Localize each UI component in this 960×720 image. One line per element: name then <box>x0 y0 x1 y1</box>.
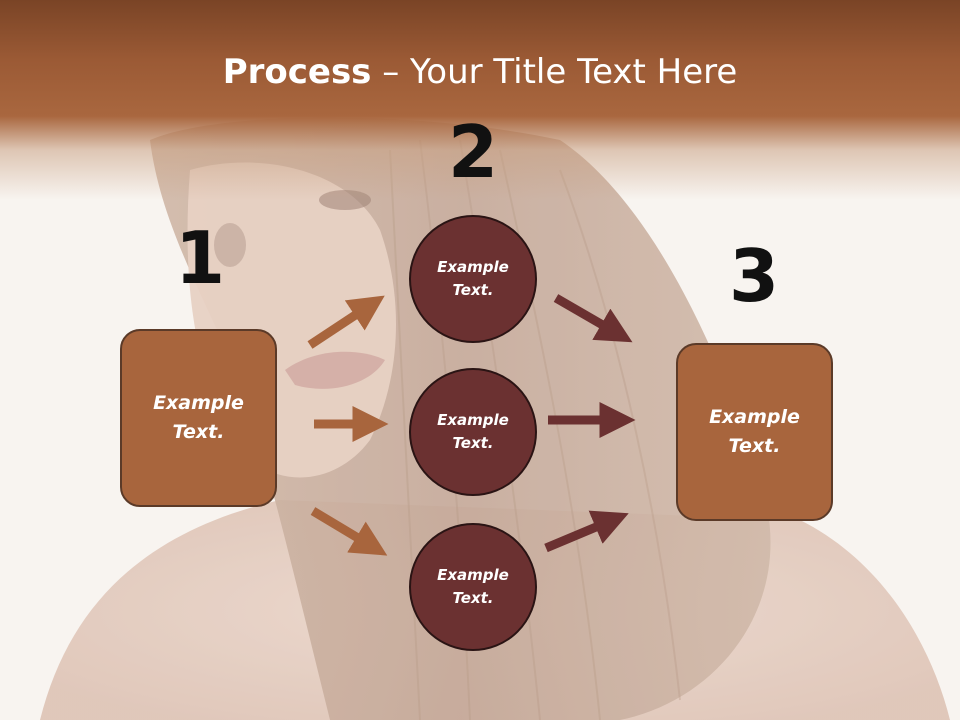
header-band <box>0 0 960 200</box>
title-rest: – Your Title Text Here <box>371 52 738 92</box>
slide-title: Process – Your Title Text Here <box>0 52 960 92</box>
step-number-2: 2 <box>447 110 499 194</box>
title-bold: Process <box>222 52 372 92</box>
step-number-1: 1 <box>174 216 226 300</box>
step-number-3: 3 <box>728 234 780 318</box>
